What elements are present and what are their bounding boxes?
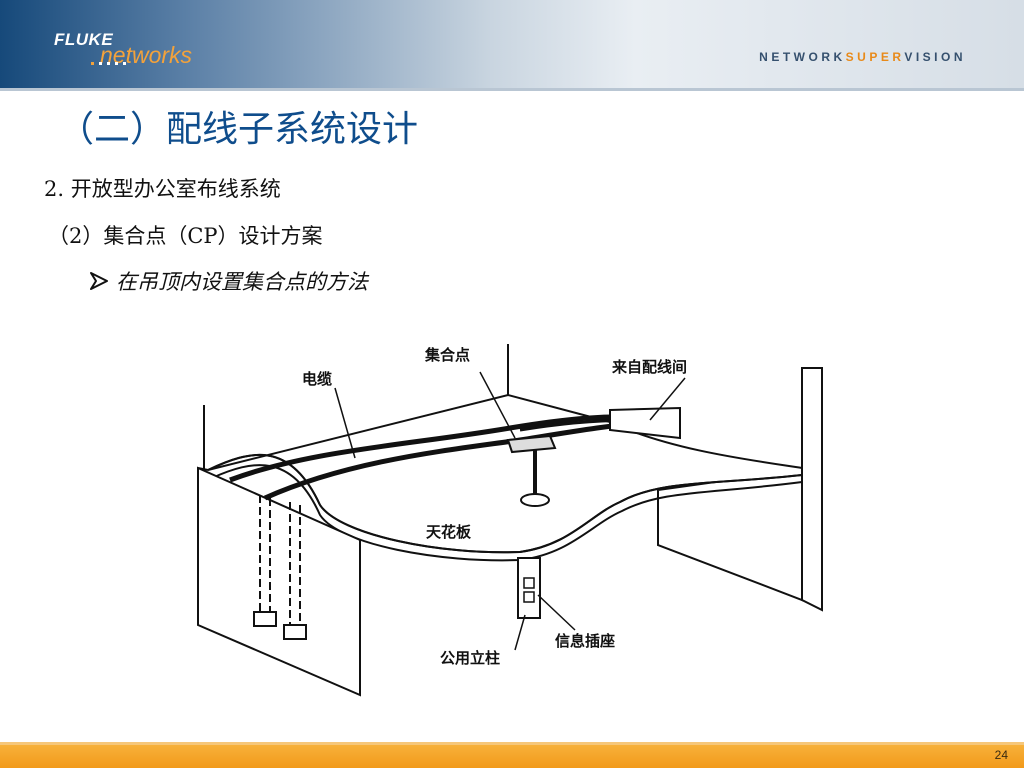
footer-divider <box>0 742 1024 745</box>
bullet-text: 在吊顶内设置集合点的方法 <box>116 270 368 294</box>
section-heading: 2. 开放型办公室布线系统 <box>44 177 281 201</box>
arrow-bullet-icon <box>90 272 108 290</box>
label-information-outlet: 信息插座 <box>555 632 615 650</box>
page-number: 24 <box>994 748 1008 762</box>
label-utility-column: 公用立柱 <box>440 649 500 667</box>
ceiling-cp-diagram: 电缆 集合点 来自配线间 天花板 信息插座 公用立柱 <box>197 344 823 697</box>
header-bar <box>0 0 1024 88</box>
fluke-logo: FLUKE <box>54 30 114 49</box>
label-ceiling: 天花板 <box>426 523 472 541</box>
tagline: NETWORKSUPERVISION <box>759 50 966 64</box>
label-from-wiring-closet: 来自配线间 <box>611 358 687 376</box>
sub-heading: （2）集合点（CP）设计方案 <box>48 224 323 248</box>
header-divider <box>0 88 1024 91</box>
bullet-item: 在吊顶内设置集合点的方法 <box>88 266 368 296</box>
slide-title: （二）配线子系统设计 <box>58 109 419 150</box>
label-consolidation-point: 集合点 <box>424 346 470 364</box>
label-cable: 电缆 <box>302 370 332 388</box>
footer-bar <box>0 745 1024 768</box>
logo-dots-icon <box>91 62 126 65</box>
